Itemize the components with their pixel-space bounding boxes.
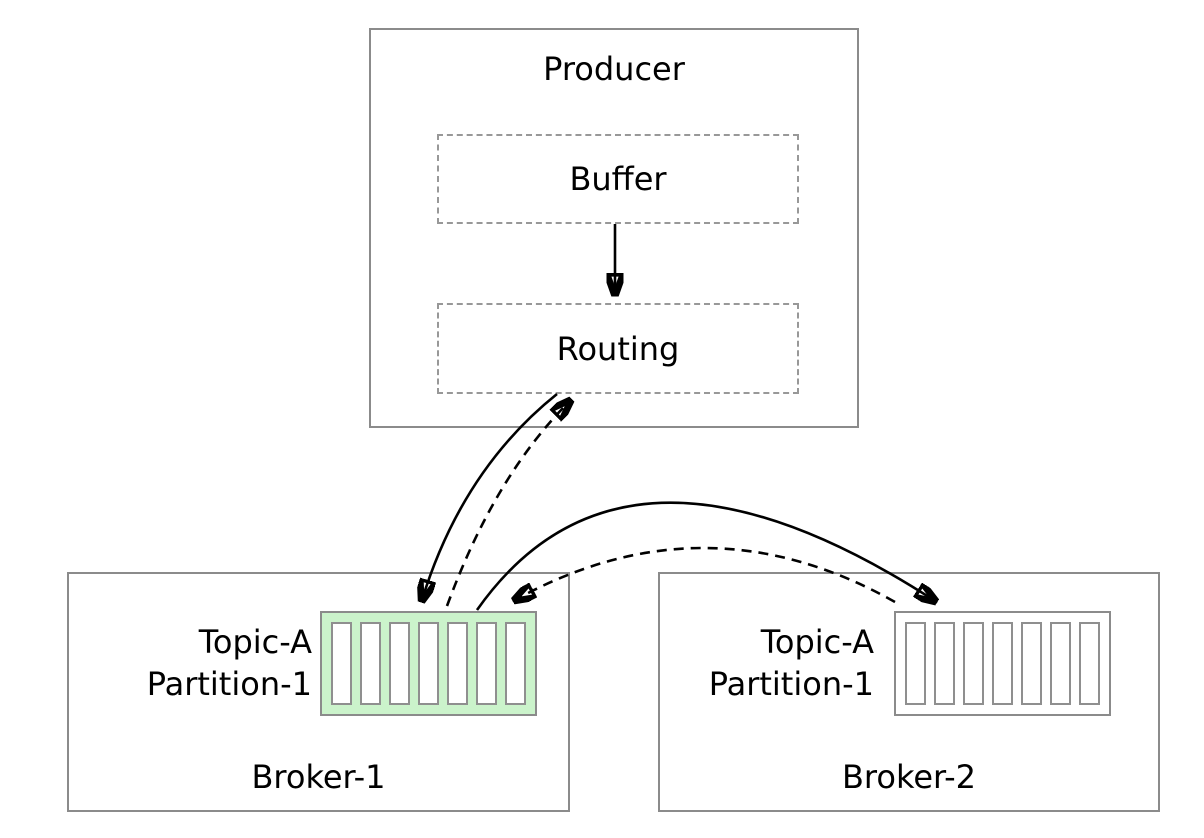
producer-label: Producer [543, 50, 685, 88]
broker2-partition-name: Partition-1 [708, 665, 874, 703]
broker2-partition-label: Topic-A Partition-1 [660, 621, 874, 705]
broker1-box: Topic-A Partition-1 Broker-1 [67, 572, 570, 812]
broker1-name: Broker-1 [251, 758, 386, 796]
broker2-box: Topic-A Partition-1 Broker-2 [658, 572, 1160, 812]
partition-segment [447, 622, 468, 705]
buffer-label: Buffer [569, 160, 667, 198]
partition-segment [1021, 622, 1042, 705]
partition-segment [360, 622, 381, 705]
broker1-partition-name: Partition-1 [146, 665, 312, 703]
partition-segment [992, 622, 1013, 705]
broker2-name: Broker-2 [841, 758, 977, 796]
partition-segment [418, 622, 439, 705]
partition-segment [476, 622, 497, 705]
broker2-topic-name: Topic-A [760, 623, 874, 661]
routing-box: Routing [437, 303, 799, 394]
partition-segment [934, 622, 955, 705]
producer-box: Producer Buffer Routing [369, 28, 859, 428]
partition-segment [389, 622, 410, 705]
partition-segment [963, 622, 984, 705]
partition-segment [331, 622, 352, 705]
partition-segment [1079, 622, 1100, 705]
partition-segment [1050, 622, 1071, 705]
broker1-partition [320, 611, 537, 716]
partition-segment [505, 622, 526, 705]
broker1-topic-name: Topic-A [198, 623, 312, 661]
broker2-partition [894, 611, 1111, 716]
routing-label: Routing [556, 329, 680, 368]
partition-segment [905, 622, 926, 705]
buffer-box: Buffer [437, 134, 799, 224]
broker1-partition-label: Topic-A Partition-1 [69, 621, 312, 705]
